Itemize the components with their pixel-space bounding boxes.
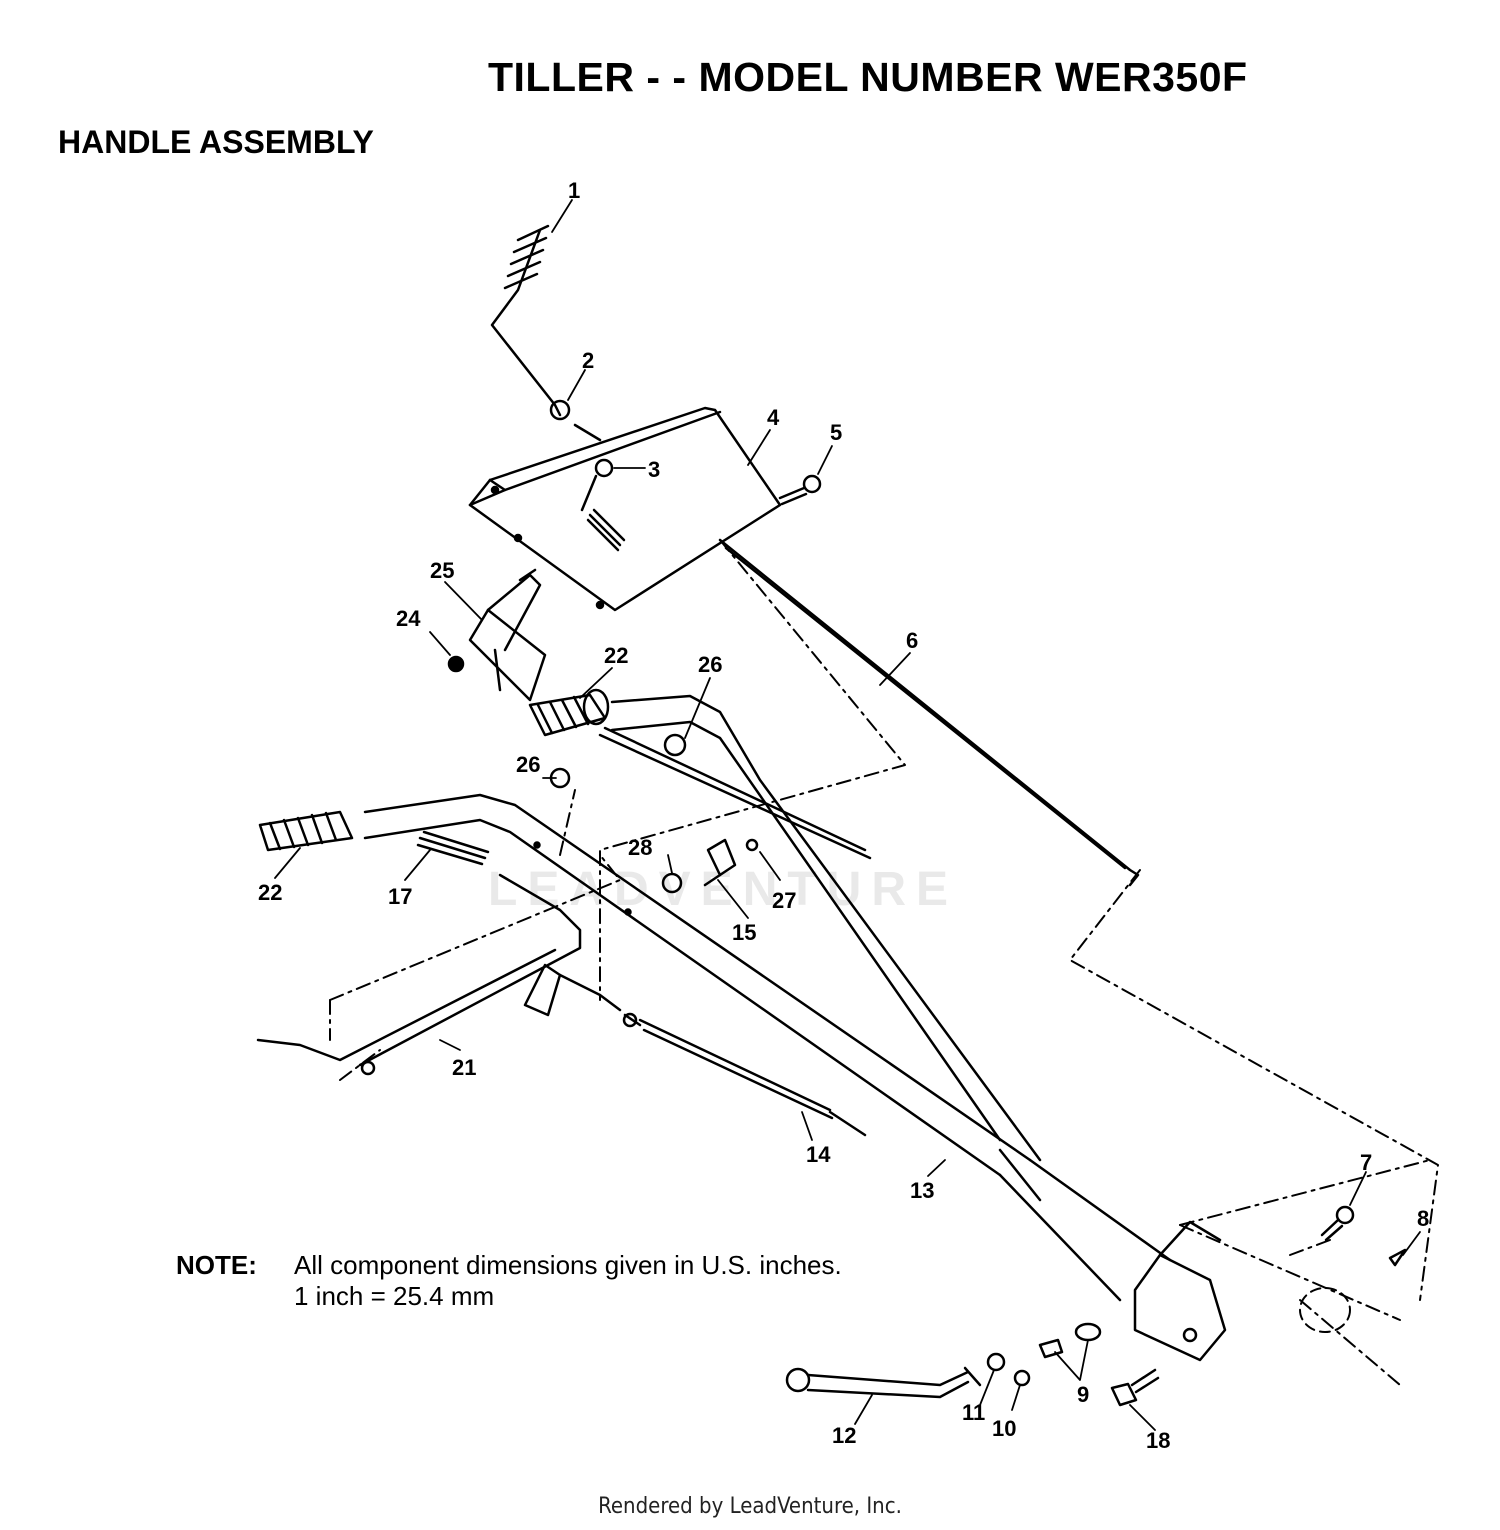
part-9-spacers (1038, 1322, 1102, 1359)
part-22-upper-grip (528, 688, 610, 737)
callout-15: 15 (732, 920, 756, 945)
callout-18: 18 (1146, 1428, 1170, 1453)
part-17-spring (416, 830, 490, 866)
callout-8: 8 (1417, 1206, 1429, 1231)
callout-24: 24 (396, 606, 421, 631)
callout-2: 2 (582, 348, 594, 373)
callout-22-lower: 22 (258, 880, 282, 905)
part-7-bolt (1320, 1205, 1355, 1242)
callout-28: 28 (628, 835, 652, 860)
callout-25: 25 (430, 558, 454, 583)
note-label: NOTE: (176, 1250, 257, 1280)
callout-17: 17 (388, 884, 412, 909)
part-6-control-rod (573, 423, 1140, 887)
callout-7: 7 (1360, 1150, 1372, 1175)
callout-22-upper: 22 (604, 643, 628, 668)
callout-5: 5 (830, 420, 842, 445)
part-28-nut (661, 872, 683, 894)
leader-lines (274, 199, 1421, 1431)
part-8-pin (1388, 1248, 1407, 1267)
part-24-nut (447, 655, 465, 673)
callout-11: 11 (962, 1400, 985, 1425)
part-21-lever-rod (256, 873, 582, 1076)
part-5-bolt (778, 474, 822, 506)
callout-labels: 1 2 3 4 5 6 7 8 9 10 11 12 13 14 15 17 1… (258, 178, 1429, 1453)
callout-10: 10 (992, 1416, 1016, 1441)
part-14-cable (622, 1012, 867, 1137)
assembly-subtitle: HANDLE ASSEMBLY (58, 124, 374, 160)
note-line-1: All component dimensions given in U.S. i… (294, 1250, 842, 1280)
part-15-latch-plate (703, 838, 737, 887)
note-text: All component dimensions given in U.S. i… (294, 1250, 842, 1312)
callout-13: 13 (910, 1178, 934, 1203)
part-3-nut-spring (580, 458, 626, 552)
callout-4: 4 (767, 405, 780, 430)
part-13-handle-lower-bar (363, 793, 1172, 1302)
callout-21: 21 (452, 1055, 476, 1080)
callout-6: 6 (906, 628, 918, 653)
part-25-bracket (468, 568, 547, 702)
callout-9: 9 (1077, 1382, 1089, 1407)
part-21-link-plate (523, 963, 622, 1017)
part-26-upper-nut (663, 733, 687, 757)
footer-credit: Rendered by LeadVenture, Inc. (598, 1494, 902, 1519)
callout-26-upper: 26 (698, 652, 722, 677)
callout-3: 3 (648, 457, 660, 482)
dashed-reference-lines (329, 539, 1439, 1386)
part-12-shift-lever (785, 1366, 982, 1399)
part-10-nut (1013, 1369, 1031, 1387)
callout-26-lower: 26 (516, 752, 540, 777)
part-11-washer (986, 1352, 1006, 1372)
handle-mount-bracket (1133, 1220, 1227, 1362)
part-27-washer (745, 838, 759, 852)
callout-14: 14 (806, 1142, 831, 1167)
callout-27: 27 (772, 888, 796, 913)
part-13-handle-upper-bar (598, 694, 1042, 1162)
callout-12: 12 (832, 1423, 856, 1448)
part-4-console-panel (468, 406, 782, 612)
transmission-mount-outline (1299, 1287, 1351, 1333)
part-1-spring-rod (490, 224, 562, 417)
part-18-bolt (1110, 1368, 1160, 1407)
callout-1: 1 (568, 178, 580, 203)
part-22-lower-grip (258, 810, 354, 852)
diagram-title: TILLER - - MODEL NUMBER WER350F (488, 54, 1248, 100)
part-2-nut (549, 399, 571, 421)
note-line-2: 1 inch = 25.4 mm (294, 1281, 495, 1311)
